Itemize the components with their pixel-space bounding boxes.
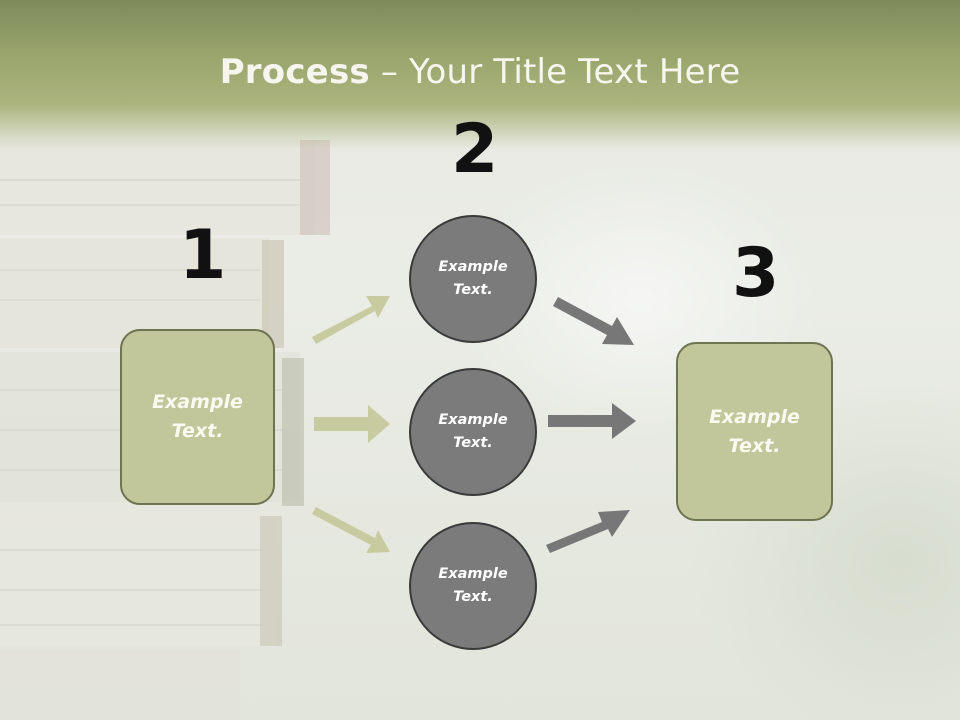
step-3-text: Example Text. xyxy=(709,405,800,457)
arrow-top-to-3 xyxy=(553,297,634,345)
step-1-box: Example Text. xyxy=(120,329,275,505)
circle-top-text: Example Text. xyxy=(438,259,508,298)
step-2-circle-top: Example Text. xyxy=(409,215,537,343)
arrow-middle-to-3 xyxy=(548,403,636,439)
step-number-1: 1 xyxy=(179,216,227,295)
step-2-circle-middle: Example Text. xyxy=(409,368,537,496)
step-3-box: Example Text. xyxy=(676,342,833,521)
title-rest: – Your Title Text Here xyxy=(369,52,741,92)
slide-title: Process – Your Title Text Here xyxy=(0,52,960,92)
circle-middle-text: Example Text. xyxy=(438,412,508,451)
title-bold: Process xyxy=(219,52,370,92)
step-1-text: Example Text. xyxy=(152,391,243,442)
arrow-1-to-middle xyxy=(314,405,390,443)
title-band xyxy=(0,0,960,150)
step-number-3: 3 xyxy=(732,234,780,313)
circle-bottom-text: Example Text. xyxy=(438,566,508,605)
arrow-1-to-bottom xyxy=(312,507,390,553)
arrow-bottom-to-3 xyxy=(546,510,630,553)
step-number-2: 2 xyxy=(451,110,499,189)
arrow-1-to-top xyxy=(312,296,390,344)
step-2-circle-bottom: Example Text. xyxy=(409,522,537,650)
